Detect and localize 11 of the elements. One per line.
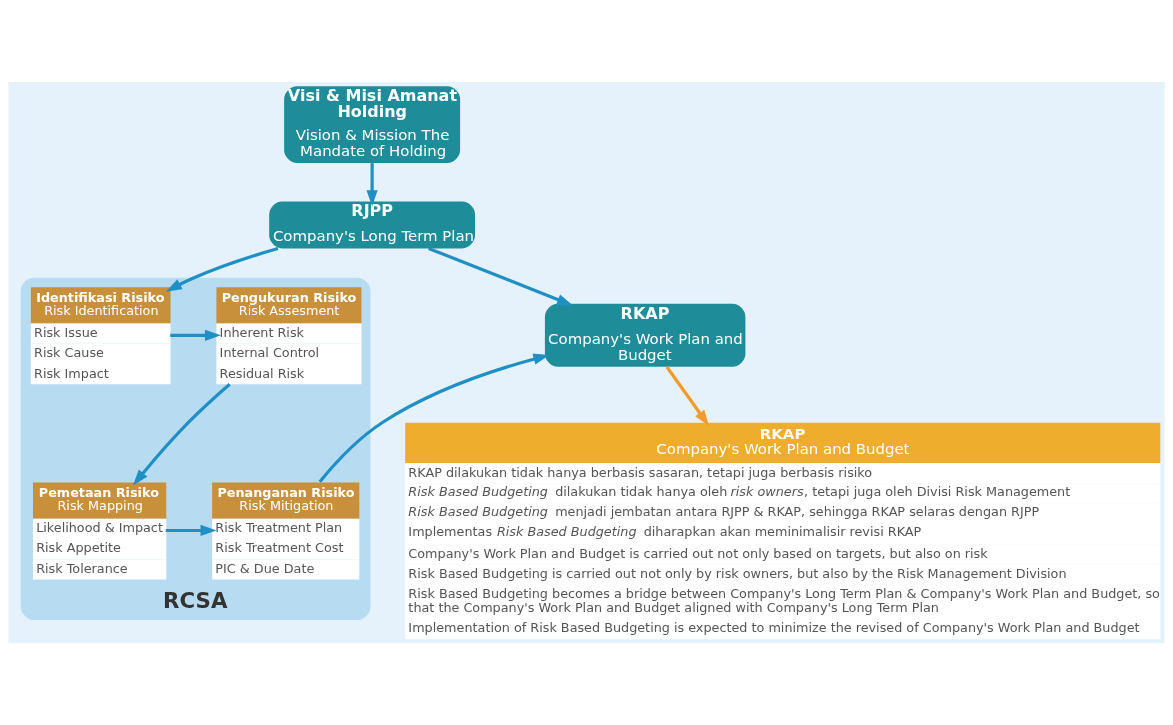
arrow bbox=[665, 366, 709, 426]
arrow bbox=[165, 524, 217, 537]
node-box: RJPP Company's Long Term Plan bbox=[269, 201, 476, 249]
node-box: Visi & Misi Amanat Holding Vision & Mission The Mandate of Holding bbox=[284, 86, 461, 164]
arrow bbox=[366, 163, 378, 207]
arrow bbox=[133, 383, 231, 486]
arrow bbox=[165, 246, 279, 292]
node-box: RKAP Company's Work Plan and Budget bbox=[544, 303, 746, 367]
arrow bbox=[170, 329, 221, 341]
arrow bbox=[428, 246, 573, 306]
arrow bbox=[318, 353, 550, 483]
